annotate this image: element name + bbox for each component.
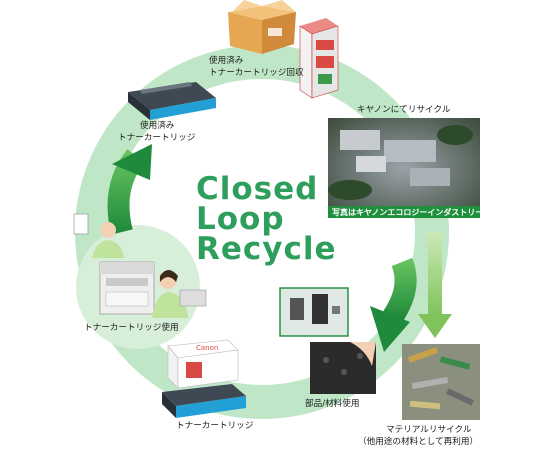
material-recycle-label-1: マテリアルリサイクル [386,424,472,435]
used-cartridge-label-2: トナーカートリッジ [118,132,196,143]
cartridge-box-icon: Canon [167,339,239,389]
title-line-1: Closed [196,171,318,207]
material-pellets-photo [310,342,376,394]
canon-recycle-label: キヤノンにてリサイクル [357,104,451,115]
new-cartridge-icon [162,384,246,418]
arrow-right-down-head [370,306,410,352]
arrow-right-down [382,257,417,325]
cardboard-box-icon [228,0,296,54]
used-cartridge-icon [128,82,216,120]
used-cartridge-label-1: 使用済み [140,119,175,131]
user-icon [152,270,207,318]
collection-box-icon [299,18,339,99]
material-arrow-head [418,314,452,338]
material-arrow-shaft [428,232,442,316]
toner-cartridge-label: トナーカートリッジ [176,420,254,431]
photo-caption: 写真はキヤノンエコロジーインダストリー [332,207,483,217]
parts-material-label: 部品/材料使用 [305,397,359,409]
canon-logo-text: Canon [196,344,218,352]
title-line-2: Loop [196,201,285,237]
collection-label-1: 使用済み [209,54,244,66]
title-line-3: Recycle [196,231,337,267]
material-recycle-label-2: （他用途の材料として再利用） [358,435,478,447]
parts-photo [279,287,349,337]
cartridge-use-label: トナーカートリッジ使用 [84,321,179,333]
material-recycle-photo [402,344,480,420]
printer-icon [99,261,155,315]
factory-photo: 写真はキヤノンエコロジーインダストリー [328,118,483,218]
arrow-left-up-head [112,144,152,180]
user-icon-2 [73,213,124,258]
collection-label-2: トナーカートリッジ回収 [209,66,304,78]
